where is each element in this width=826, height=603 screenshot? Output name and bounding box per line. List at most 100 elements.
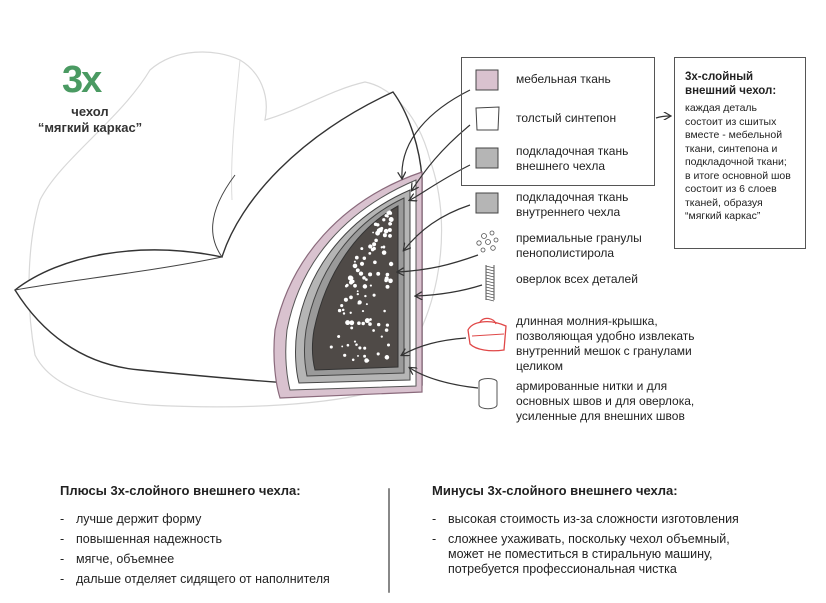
legend-label-inner-lining: подкладочная ткань внутреннего чехла xyxy=(516,190,629,219)
foam-bead xyxy=(353,260,356,263)
pros-item: лучше держит форму xyxy=(60,512,370,527)
foam-bead xyxy=(372,329,375,332)
foam-bead xyxy=(388,278,393,284)
foam-bead xyxy=(382,245,386,249)
foam-bead xyxy=(382,218,386,222)
foam-bead xyxy=(364,318,370,324)
overlock-stitch xyxy=(485,274,495,278)
foam-bead xyxy=(384,328,389,332)
pros-title: Плюсы 3х-слойного внешнего чехла: xyxy=(60,483,301,498)
foam-bead xyxy=(357,321,361,325)
foam-bead xyxy=(377,223,380,227)
overlock-stitch xyxy=(485,286,495,290)
foam-bead xyxy=(357,354,359,357)
overlock-stitch xyxy=(485,265,495,269)
foam-bead xyxy=(347,275,353,281)
foam-bead xyxy=(340,304,344,308)
overlock-stitches xyxy=(485,265,495,302)
foam-bead xyxy=(388,211,392,214)
foam-bead xyxy=(383,309,386,313)
cover-caption-line1: чехол xyxy=(71,104,109,119)
badge-number: 3 xyxy=(62,59,83,101)
foam-bead xyxy=(341,345,344,348)
foam-bead xyxy=(388,261,394,267)
foam-bead xyxy=(358,271,364,276)
foam-bead xyxy=(356,290,359,293)
background-bean-bag-fold xyxy=(231,59,241,201)
foam-bead xyxy=(372,293,376,297)
foam-bead xyxy=(359,261,365,266)
foam-bead xyxy=(388,217,394,222)
foam-bead xyxy=(361,310,365,313)
overlock-stitch xyxy=(485,268,495,272)
overlock-stitch xyxy=(485,277,495,281)
foam-bead xyxy=(350,326,354,330)
foam-bead xyxy=(343,297,348,302)
swatch-beads-icon xyxy=(476,230,499,253)
swatch-outer-lining xyxy=(475,147,499,169)
cons-item: высокая стоимость из-за сложности изгото… xyxy=(432,512,792,527)
cover-caption-line2: “мягкий каркас” xyxy=(37,120,143,135)
zipper-icon xyxy=(467,317,507,352)
pros-section: Плюсы 3х-слойного внешнего чехла: лучше … xyxy=(60,483,370,592)
layer-foam-filling xyxy=(311,205,399,371)
foam-bead xyxy=(365,303,368,306)
foam-bead xyxy=(372,244,375,247)
foam-bead xyxy=(376,271,381,276)
three-layer-badge: 3x xyxy=(62,59,102,101)
foam-bead xyxy=(376,352,380,356)
foam-bead xyxy=(374,238,378,243)
foam-bead xyxy=(356,292,359,296)
swatch-furniture-fabric xyxy=(475,69,499,91)
foam-bead xyxy=(337,335,341,338)
foam-bead xyxy=(345,320,351,326)
cover-caption: чехол “мягкий каркас” xyxy=(30,104,150,136)
foam-bead xyxy=(386,343,391,347)
foam-bead xyxy=(363,346,367,350)
foam-bead xyxy=(364,294,367,298)
foam-bead xyxy=(351,358,355,362)
info-title: 3х-слойный внешний чехол: xyxy=(685,71,777,97)
legend-label-synthetic-padding: толстый синтепон xyxy=(516,111,617,125)
foam-bead xyxy=(384,276,389,281)
overlock-stitch xyxy=(485,289,495,293)
foam-bead xyxy=(352,263,358,269)
cons-section: Минусы 3х-слойного внешнего чехла: высок… xyxy=(432,483,792,582)
info-body: каждая деталь состоит из сшитых вместе -… xyxy=(685,102,791,222)
overlock-stitch xyxy=(485,292,495,296)
legend-label-outer-lining: подкладочная ткань внешнего чехла xyxy=(516,144,629,173)
foam-bead xyxy=(345,283,349,287)
foam-bead xyxy=(389,222,393,226)
overlock-stitch xyxy=(485,295,495,299)
foam-bead xyxy=(353,340,357,343)
foam-bead xyxy=(369,318,372,321)
foam-bead xyxy=(380,335,383,338)
pros-item: дальше отделяет сидящего от наполнителя xyxy=(60,572,370,587)
foam-bead xyxy=(375,230,380,236)
foam-bead xyxy=(349,295,353,300)
pros-list: лучше держит форму повышенная надежность… xyxy=(60,512,370,587)
legend-label-furniture-fabric: мебельная ткань xyxy=(516,72,611,86)
foam-bead xyxy=(385,284,390,289)
foam-bead xyxy=(383,228,389,234)
bag-top-fold xyxy=(212,174,236,258)
foam-bead xyxy=(351,279,355,284)
legend-label-zipper: длинная молния-крышка, позволяющая удобн… xyxy=(516,314,695,373)
foam-bead xyxy=(386,214,389,218)
pros-item: повышенная надежность xyxy=(60,532,370,547)
foam-bead xyxy=(382,233,387,238)
legend-box xyxy=(461,57,655,186)
foam-bead xyxy=(380,246,383,249)
foam-bead xyxy=(342,312,346,315)
foam-bead xyxy=(388,234,392,238)
foam-bead xyxy=(365,278,368,281)
overlock-stitch xyxy=(485,280,495,284)
foam-bead xyxy=(361,321,365,326)
foam-beads xyxy=(329,210,394,363)
foam-bead xyxy=(369,284,372,287)
info-box: 3х-слойный внешний чехол: каждая деталь … xyxy=(674,57,806,249)
swatch-inner-lining xyxy=(475,192,499,214)
swatch-synthetic-padding xyxy=(475,106,500,131)
foam-bead xyxy=(380,226,384,230)
foam-bead xyxy=(355,268,360,273)
